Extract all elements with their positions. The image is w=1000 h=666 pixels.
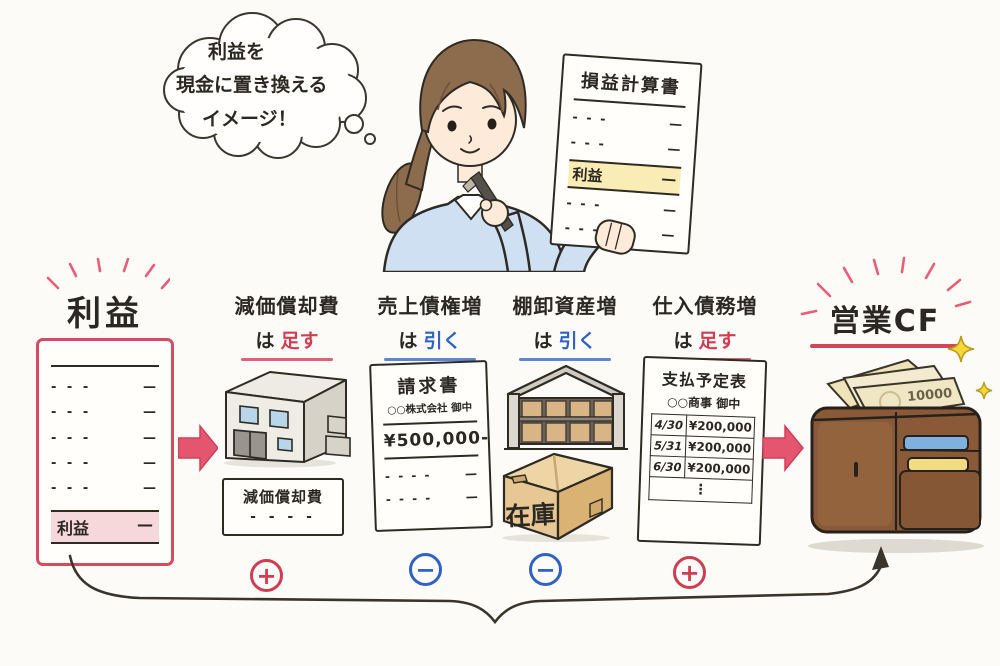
flow-arrow-right-2	[762, 424, 804, 472]
profit-value: —	[137, 514, 153, 534]
profit-doc-row: - - -—	[51, 456, 159, 472]
pnl-profit-value: —	[660, 169, 677, 189]
thought-bubble-shape	[163, 12, 376, 159]
column-title: 売上債権増	[377, 294, 483, 318]
warehouse-icon	[504, 364, 628, 450]
sign-badge-plus-1: +	[250, 559, 283, 592]
profit-doc-highlight-row: 利益 —	[51, 509, 159, 544]
bubble-line-2: 現金に置き換える	[176, 74, 328, 97]
pnl-profit-label: 利益	[571, 165, 603, 186]
sign-badge-minus-2: −	[529, 553, 562, 586]
column-header-inventory: 棚卸資産増 は引く	[490, 290, 640, 361]
column-underline	[241, 358, 333, 361]
sparkle-icon-small	[975, 381, 993, 400]
invoice-document: 請求書 ○○株式会社 御中 ¥500,000- - - - -— - - - -…	[369, 359, 493, 533]
schedule-title: 支払予定表	[661, 369, 748, 392]
column-underline	[519, 358, 611, 361]
bubble-tail-circle	[344, 114, 364, 134]
woman-hand-on-document	[594, 219, 636, 255]
column-title: 減価償却費	[234, 294, 340, 318]
emphasis-rays-left	[46, 258, 170, 290]
inventory-box-label: 在庫	[505, 500, 556, 532]
invoice-row: - - - -—	[384, 466, 480, 484]
profit-doc-row: - - -—	[51, 481, 159, 497]
column-action: は引く	[533, 330, 597, 352]
schedule-table: 4/30¥200,000 5/31¥200,000 6/30¥200,000 ⋮	[648, 413, 755, 504]
schedule-addressee: ○○商事 御中	[666, 394, 741, 412]
column-action: は足す	[673, 330, 737, 352]
column-action: は足す	[255, 330, 319, 352]
banknote-value: 10000	[907, 386, 953, 405]
result-title: 営業CF	[800, 296, 970, 348]
payment-schedule-document: 支払予定表 ○○商事 御中 4/30¥200,000 5/31¥200,000 …	[636, 355, 768, 547]
sign-badge-plus-2: +	[673, 556, 706, 589]
pnl-profit-row: 利益 —	[567, 159, 682, 197]
column-header-depreciation: 減価償却費 は足す	[212, 290, 362, 361]
profit-doc-row: - - -—	[51, 380, 159, 395]
right-arm	[490, 210, 532, 272]
pen-tip	[462, 177, 477, 193]
nose	[468, 135, 473, 144]
profit-label: 利益	[57, 518, 90, 538]
result-underline	[810, 344, 960, 348]
depreciation-note-dashes: - - - -	[250, 509, 316, 525]
bubble-line-3: イメージ！	[202, 107, 297, 130]
inventory-box-icon: 在庫	[502, 452, 614, 542]
sparkle-icon	[947, 335, 975, 363]
hair	[419, 38, 527, 134]
column-header-payables: 仕入債務増 は足す	[630, 290, 780, 361]
wallet-pocket	[899, 470, 981, 530]
right-brow	[482, 105, 501, 110]
column-title: 棚卸資産増	[512, 294, 618, 318]
bubble-line-1: 利益を	[208, 41, 266, 63]
arrowhead	[872, 546, 889, 570]
source-title: 利益	[67, 294, 143, 334]
right-eye	[487, 118, 497, 130]
column-underline	[384, 358, 476, 361]
left-brow	[442, 105, 462, 112]
invoice-amount: ¥500,000-	[383, 427, 490, 452]
office-building-icon	[224, 371, 351, 468]
depreciation-note: 減価償却費 - - - -	[222, 478, 344, 536]
schedule-more-row: ⋮	[648, 476, 753, 504]
flow-arrow-right-1	[178, 424, 218, 472]
profit-doc-row: - - -—	[51, 430, 159, 446]
card-blue	[903, 435, 969, 451]
invoice-addressee: ○○株式会社 御中	[387, 401, 473, 417]
invoice-row: - - - -—	[385, 489, 481, 507]
smile	[460, 148, 480, 154]
sign-badge-minus-1: −	[409, 553, 442, 586]
card-yellow	[907, 457, 969, 472]
bubble-tail-circle-small	[364, 133, 376, 145]
left-eye	[447, 120, 457, 132]
woman-illustration	[381, 38, 603, 272]
emphasis-rays-right	[800, 256, 972, 316]
flow-summary-arrow	[68, 546, 889, 625]
depreciation-note-label: 減価償却費	[242, 488, 323, 506]
profit-document: - - -— - - -— - - -— - - -— - - -— 利益 —	[36, 338, 174, 566]
column-header-receivables: 売上債権増 は引く	[355, 290, 505, 361]
profit-doc-row: - - -—	[51, 405, 159, 421]
invoice-title: 請求書	[397, 374, 461, 399]
wallet-icon: 10000	[808, 335, 993, 553]
column-action: は引く	[398, 330, 462, 352]
thought-bubble-text: 利益を 現金に置き換える イメージ！	[176, 36, 366, 136]
pnl-title: 損益計算書	[580, 70, 682, 99]
column-title: 仕入債務増	[652, 294, 758, 318]
